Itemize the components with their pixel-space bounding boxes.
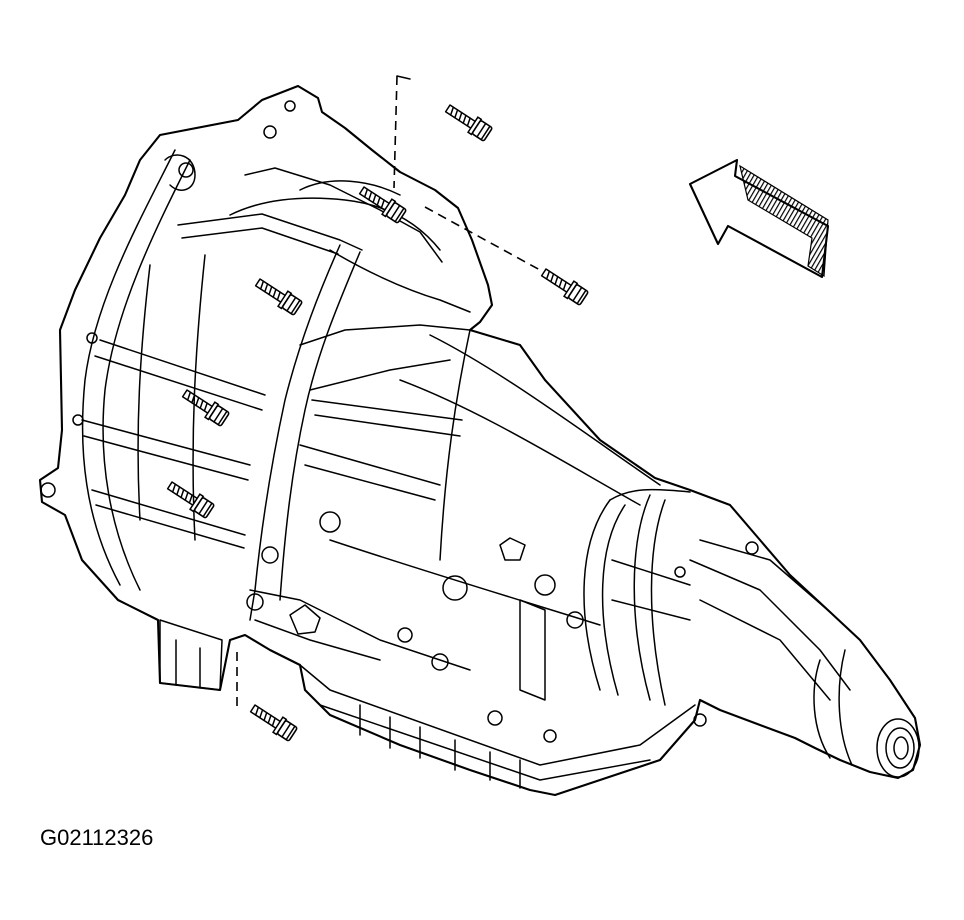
oil-pan [299, 664, 707, 789]
mounting-bracket [159, 619, 223, 691]
bolt [442, 100, 494, 143]
dashed-leader-line [396, 75, 411, 80]
direction-arrow [688, 158, 830, 279]
bolt [247, 700, 299, 743]
output-shaft-flange [876, 718, 920, 778]
bolt [538, 264, 590, 307]
dashed-leader-line [424, 206, 541, 271]
figure-id-label: G02112326 [40, 825, 153, 850]
transmission-outline [38, 84, 922, 797]
dashed-leader-line [393, 75, 398, 189]
extension-housing [674, 539, 853, 766]
transmission-case [246, 324, 691, 706]
